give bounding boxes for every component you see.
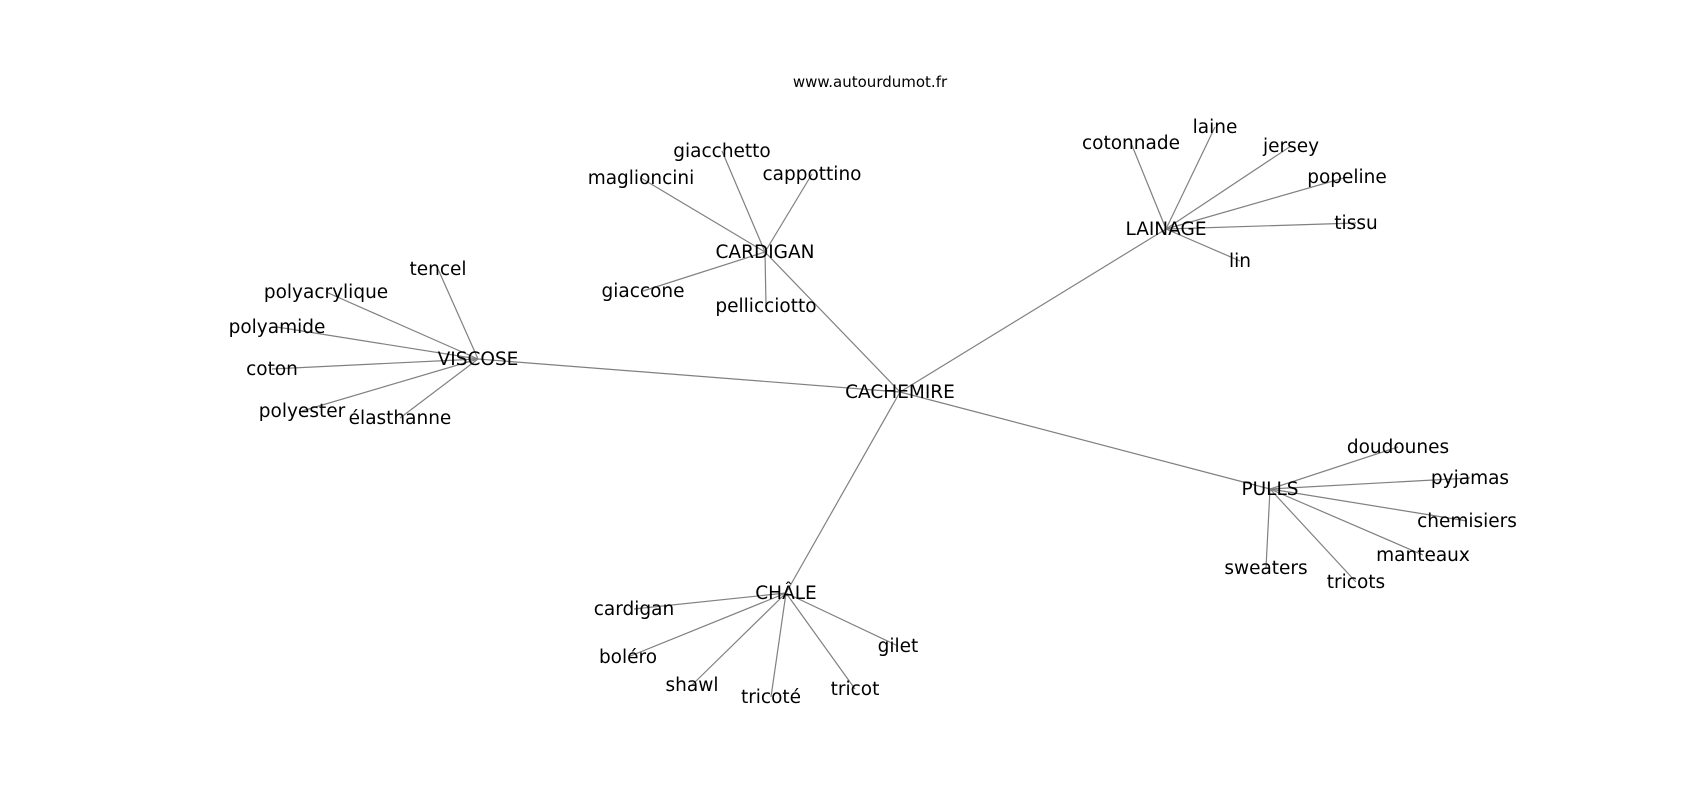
edge-chale-tricote xyxy=(770,592,787,698)
node-giaccone[interactable]: giaccone xyxy=(602,281,685,302)
edge-cachemire-pulls xyxy=(899,391,1271,490)
edge-lainage-cotonnade xyxy=(1130,142,1167,230)
node-polyester[interactable]: polyester xyxy=(259,401,346,422)
edge-cardigan-giacchetto xyxy=(721,150,766,253)
node-cardigan[interactable]: cardigan xyxy=(594,599,674,620)
node-shawl[interactable]: shawl xyxy=(666,675,719,696)
edge-chale-cardigan xyxy=(633,592,787,610)
edge-chale-gilet xyxy=(785,592,899,647)
node-manteaux[interactable]: manteaux xyxy=(1376,545,1470,566)
edge-lainage-lin xyxy=(1165,228,1241,262)
node-cachemire[interactable]: CACHEMIRE xyxy=(845,382,955,403)
edge-cardigan-giaccone xyxy=(642,251,766,292)
node-pyjamas[interactable]: pyjamas xyxy=(1431,468,1509,489)
node-tricot[interactable]: tricot xyxy=(831,679,880,700)
edge-pulls-pyjamas xyxy=(1269,477,1471,490)
node-tricots[interactable]: tricots xyxy=(1327,572,1385,593)
edge-cardigan-pellicciotto xyxy=(764,251,767,307)
edge-cardigan-maglioncini xyxy=(640,177,766,253)
node-maglioncini[interactable]: maglioncini xyxy=(588,168,695,189)
node-tissu[interactable]: tissu xyxy=(1334,213,1377,234)
edge-cachemire-chale xyxy=(785,391,901,594)
node-cardigan[interactable]: CARDIGAN xyxy=(716,242,815,263)
edge-pulls-chemisiers xyxy=(1269,488,1468,522)
node-elasthanne[interactable]: élasthanne xyxy=(349,408,452,429)
node-lin[interactable]: lin xyxy=(1229,251,1251,272)
node-doudounes[interactable]: doudounes xyxy=(1347,437,1449,458)
node-coton[interactable]: coton xyxy=(246,359,298,380)
edge-lainage-laine xyxy=(1165,126,1216,230)
node-sweaters[interactable]: sweaters xyxy=(1224,558,1307,579)
edge-cachemire-cardigan xyxy=(764,251,901,393)
node-tricote[interactable]: tricoté xyxy=(741,687,801,708)
node-tencel[interactable]: tencel xyxy=(409,259,466,280)
node-popeline[interactable]: popeline xyxy=(1307,167,1387,188)
node-pulls[interactable]: PULLS xyxy=(1241,479,1298,500)
edge-lainage-tissu xyxy=(1165,222,1357,230)
edge-pulls-manteaux xyxy=(1269,488,1424,556)
node-jersey[interactable]: jersey xyxy=(1262,136,1319,157)
node-chale[interactable]: CHÂLE xyxy=(755,582,816,604)
edge-pulls-sweaters xyxy=(1265,488,1271,569)
site-watermark: www.autourdumot.fr xyxy=(793,73,948,91)
node-cotonnade[interactable]: cotonnade xyxy=(1082,133,1180,154)
edge-viscose-elasthanne xyxy=(399,358,479,419)
node-cappottino[interactable]: cappottino xyxy=(762,164,861,185)
edge-chale-bolero xyxy=(627,592,787,658)
edge-chale-tricot xyxy=(785,592,856,690)
edge-pulls-doudounes xyxy=(1269,446,1399,490)
node-polyacrylique[interactable]: polyacrylique xyxy=(264,282,388,303)
edge-viscose-coton xyxy=(271,358,479,370)
edge-pulls-tricots xyxy=(1269,488,1357,583)
node-chemisiers[interactable]: chemisiers xyxy=(1417,511,1517,532)
edge-viscose-polyamide xyxy=(276,326,479,360)
graph-edges xyxy=(271,126,1471,698)
node-viscose[interactable]: VISCOSE xyxy=(438,349,519,370)
edge-cardigan-cappottino xyxy=(764,173,813,253)
edge-lainage-popeline xyxy=(1165,176,1348,230)
node-laine[interactable]: laine xyxy=(1193,117,1238,138)
edge-viscose-tencel xyxy=(437,268,479,360)
edge-cachemire-viscose xyxy=(477,358,901,393)
edge-viscose-polyester xyxy=(301,358,479,412)
node-lainage[interactable]: LAINAGE xyxy=(1125,219,1206,240)
edge-lainage-jersey xyxy=(1165,145,1292,230)
node-bolero[interactable]: boléro xyxy=(599,647,657,668)
node-giacchetto[interactable]: giacchetto xyxy=(673,141,771,162)
node-gilet[interactable]: gilet xyxy=(878,636,919,657)
node-polyamide[interactable]: polyamide xyxy=(229,317,326,338)
edge-chale-shawl xyxy=(691,592,787,686)
edge-viscose-polyacrylique xyxy=(325,291,479,360)
edge-cachemire-lainage xyxy=(899,228,1167,393)
graph-nodes: CACHEMIRE CARDIGAN LAINAGE VISCOSE PULLS CHÂL… xyxy=(229,117,1517,708)
node-pellicciotto[interactable]: pellicciotto xyxy=(715,296,816,317)
